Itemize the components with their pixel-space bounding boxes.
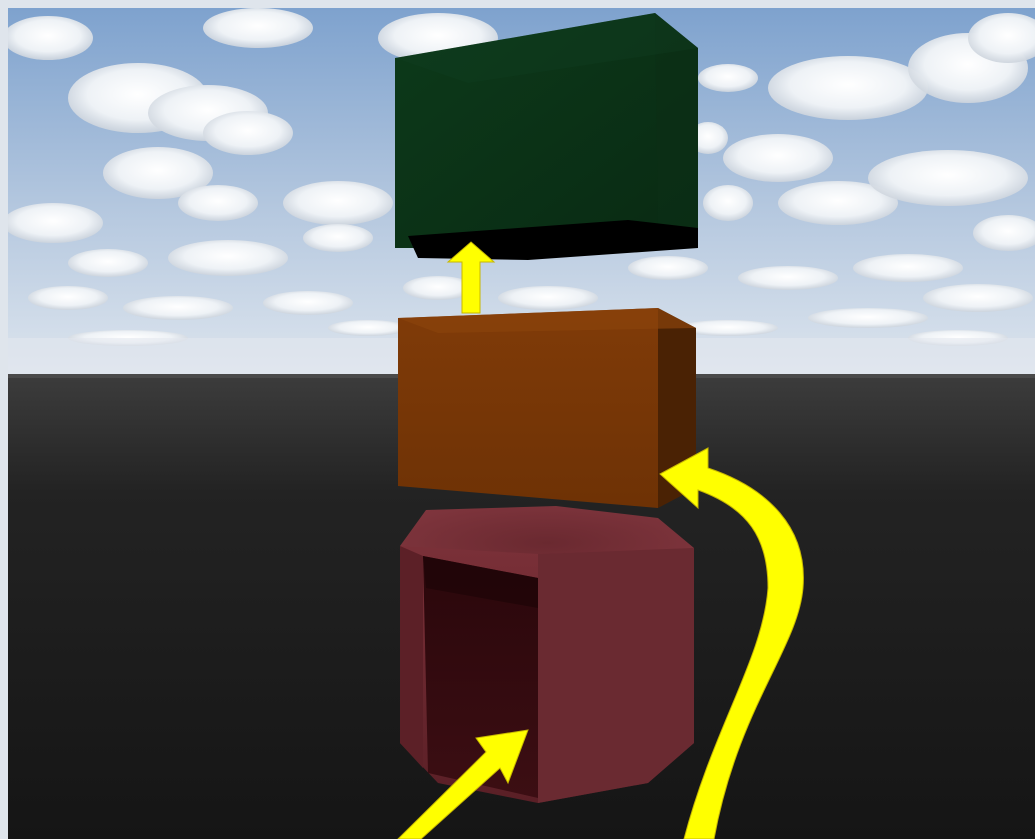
- scene-viewport: [8, 8, 1035, 839]
- scene-canvas: [8, 8, 1035, 839]
- orange-block: [398, 308, 696, 508]
- red-octagon-container: [400, 506, 694, 803]
